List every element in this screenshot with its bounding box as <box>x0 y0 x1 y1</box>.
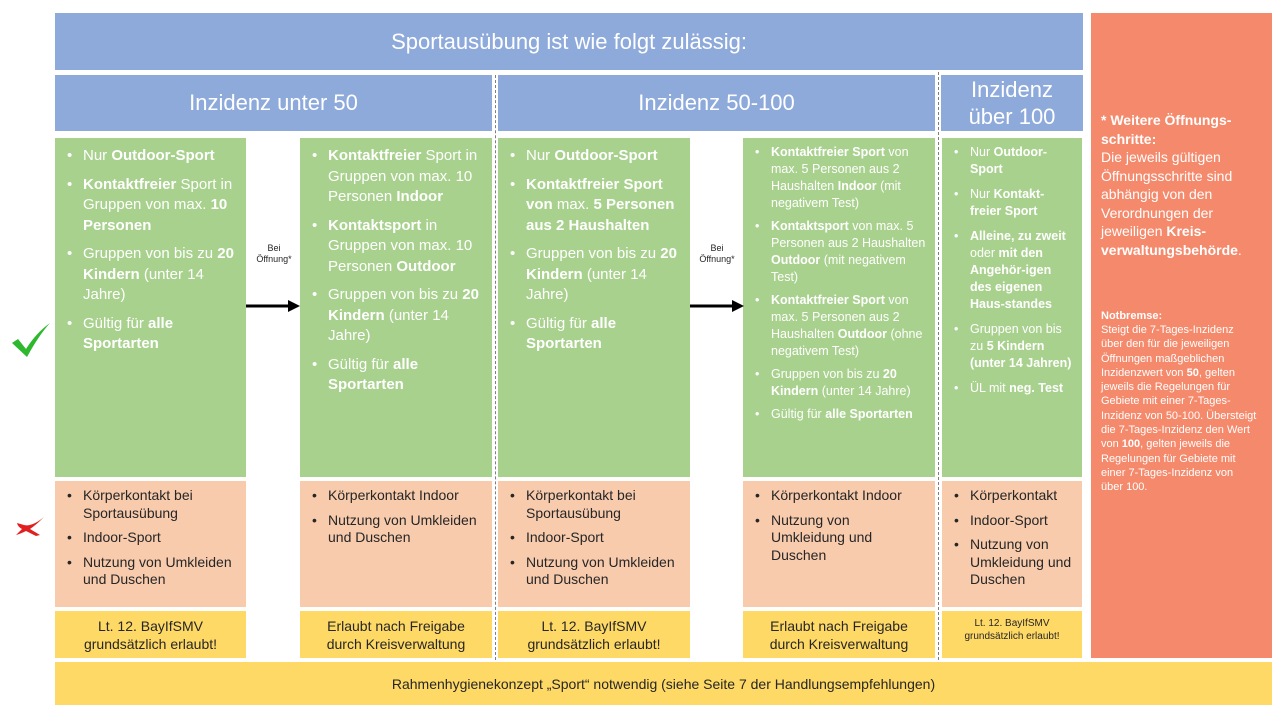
forbidden-col2-item: Körperkontakt Indoor <box>308 487 484 505</box>
allowed-col4: Kontaktfreier Sport von max. 5 Personen … <box>743 138 935 477</box>
allowed-col1-item: Gültig für alle Sportarten <box>63 314 238 355</box>
side-panel-intro: Die jeweils gültigen Öffnungsschritte si… <box>1101 149 1242 258</box>
separator-1 <box>495 75 496 660</box>
main-header: Sportausübung ist wie folgt zulässig: <box>55 13 1083 70</box>
side-panel-heading: * Weitere Öffnungs-schritte: <box>1101 112 1232 147</box>
allowed-col5-item: Alleine, zu zweit oder mit den Angehör-i… <box>950 228 1074 313</box>
footer-bar: Rahmenhygienekonzept „Sport“ notwendig (… <box>55 662 1272 705</box>
allowed-col5-item: Nur Outdoor-Sport <box>950 144 1074 178</box>
forbidden-col1-item: Nutzung von Umkleiden und Duschen <box>63 554 238 589</box>
forbidden-col3-item: Indoor-Sport <box>506 529 682 547</box>
allowed-col5-item: Gruppen von bis zu 5 Kindern (unter 14 J… <box>950 321 1074 372</box>
header-under-50-label: Inzidenz unter 50 <box>189 90 358 115</box>
header-over-100-line1: Inzidenz <box>971 77 1053 102</box>
cross-icon <box>14 515 46 537</box>
forbidden-col3-item: Nutzung von Umkleiden und Duschen <box>506 554 682 589</box>
forbidden-col2: Körperkontakt Indoor Nutzung von Umkleid… <box>300 481 492 607</box>
allowed-col3-item: Nur Outdoor-Sport <box>506 146 682 167</box>
allowed-col3-item: Gültig für alle Sportarten <box>506 314 682 355</box>
allowed-col4-item: Gruppen von bis zu 20 Kindern (unter 14 … <box>751 366 927 400</box>
allowed-col1: Nur Outdoor-Sport Kontaktfreier Sport in… <box>55 138 246 477</box>
forbidden-col1-item: Körperkontakt bei Sportausübung <box>63 487 238 522</box>
header-over-100-line2: über 100 <box>968 104 1056 129</box>
allowed-col4-item: Kontaktsport von max. 5 Personen aus 2 H… <box>751 218 927 286</box>
allowed-col1-item: Kontaktfreier Sport in Gruppen von max. … <box>63 175 238 237</box>
forbidden-col2-item: Nutzung von Umkleiden und Duschen <box>308 512 484 547</box>
footer-text: Rahmenhygienekonzept „Sport“ notwendig (… <box>391 675 936 692</box>
header-over-100: Inzidenz über 100 <box>941 75 1083 131</box>
forbidden-col3: Körperkontakt bei Sportausübung Indoor-S… <box>498 481 690 607</box>
forbidden-col1-item: Indoor-Sport <box>63 529 238 547</box>
allowed-col1-item: Gruppen von bis zu 20 Kindern (unter 14 … <box>63 244 238 306</box>
allowed-col3: Nur Outdoor-Sport Kontaktfreier Sport vo… <box>498 138 690 477</box>
notbremse-title: Notbremse: <box>1101 310 1163 322</box>
allowed-col1-item: Nur Outdoor-Sport <box>63 146 238 167</box>
separator-2 <box>938 72 939 660</box>
header-50-100: Inzidenz 50-100 <box>498 75 935 131</box>
allowed-col2-item: Gruppen von bis zu 20 Kindern (unter 14 … <box>308 285 484 347</box>
notbremse-text: Steigt die 7-Tages-Inzidenz über den für… <box>1101 324 1257 494</box>
forbidden-col4-item: Körperkontakt Indoor <box>751 487 927 505</box>
side-panel: * Weitere Öffnungs-schritte: Die jeweils… <box>1091 13 1272 658</box>
forbidden-col5: Körperkontakt Indoor-Sport Nutzung von U… <box>942 481 1082 607</box>
allowed-col4-item: Gültig für alle Sportarten <box>751 406 927 423</box>
allowed-col5-item: Nur Kontakt-freier Sport <box>950 186 1074 220</box>
forbidden-col3-item: Körperkontakt bei Sportausübung <box>506 487 682 522</box>
allowed-col5: Nur Outdoor-Sport Nur Kontakt-freier Spo… <box>942 138 1082 477</box>
forbidden-col1: Körperkontakt bei Sportausübung Indoor-S… <box>55 481 246 607</box>
forbidden-col4-item: Nutzung von Umkleidung und Duschen <box>751 512 927 565</box>
forbidden-col5-item: Indoor-Sport <box>950 512 1074 530</box>
allowed-col4-item: Kontaktfreier Sport von max. 5 Personen … <box>751 144 927 212</box>
allowed-col2-item: Kontaktfreier Sport in Gruppen von max. … <box>308 146 484 208</box>
forbidden-col5-item: Nutzung von Umkleidung und Duschen <box>950 536 1074 589</box>
allowed-col2-item: Kontaktsport in Gruppen von max. 10 Pers… <box>308 216 484 278</box>
page-title: Sportausübung ist wie folgt zulässig: <box>391 28 747 54</box>
allowed-col2-item: Gültig für alle Sportarten <box>308 355 484 396</box>
allowed-col4-item: Kontaktfreier Sport von max. 5 Personen … <box>751 292 927 360</box>
header-50-100-label: Inzidenz 50-100 <box>638 90 795 115</box>
allowed-col3-item: Kontaktfreier Sport von max. 5 Personen … <box>506 175 682 237</box>
checkmark-icon <box>9 321 53 361</box>
allowed-col5-item: ÜL mit neg. Test <box>950 380 1074 397</box>
forbidden-col5-item: Körperkontakt <box>950 487 1074 505</box>
allowed-col2: Kontaktfreier Sport in Gruppen von max. … <box>300 138 492 477</box>
allowed-col3-item: Gruppen von bis zu 20 Kindern (unter 14 … <box>506 244 682 306</box>
arrow-right-icon <box>246 299 300 313</box>
arrow-right-icon <box>690 299 744 313</box>
header-under-50: Inzidenz unter 50 <box>55 75 492 131</box>
forbidden-col4: Körperkontakt Indoor Nutzung von Umkleid… <box>743 481 935 607</box>
